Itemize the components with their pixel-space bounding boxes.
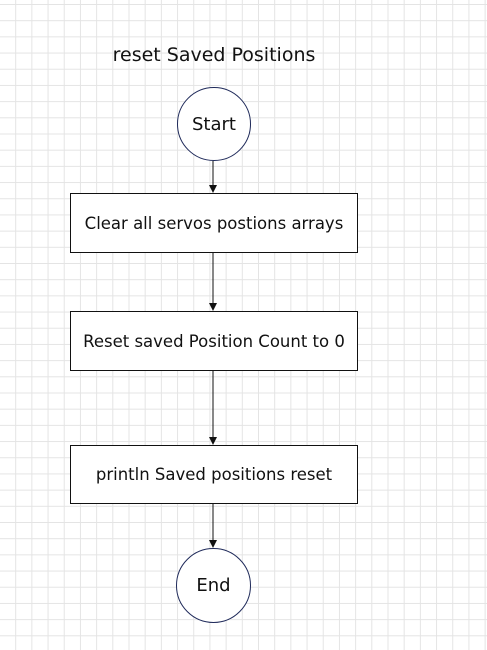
process-node-clear-arrays[interactable]: Clear all servos postions arrays <box>70 193 358 253</box>
process-node-println[interactable]: println Saved positions reset <box>70 445 358 504</box>
start-node[interactable]: Start <box>177 87 251 161</box>
diagram-title: reset Saved Positions <box>112 44 316 66</box>
process-node-reset-count[interactable]: Reset saved Position Count to 0 <box>70 311 358 371</box>
end-node[interactable]: End <box>176 548 251 623</box>
